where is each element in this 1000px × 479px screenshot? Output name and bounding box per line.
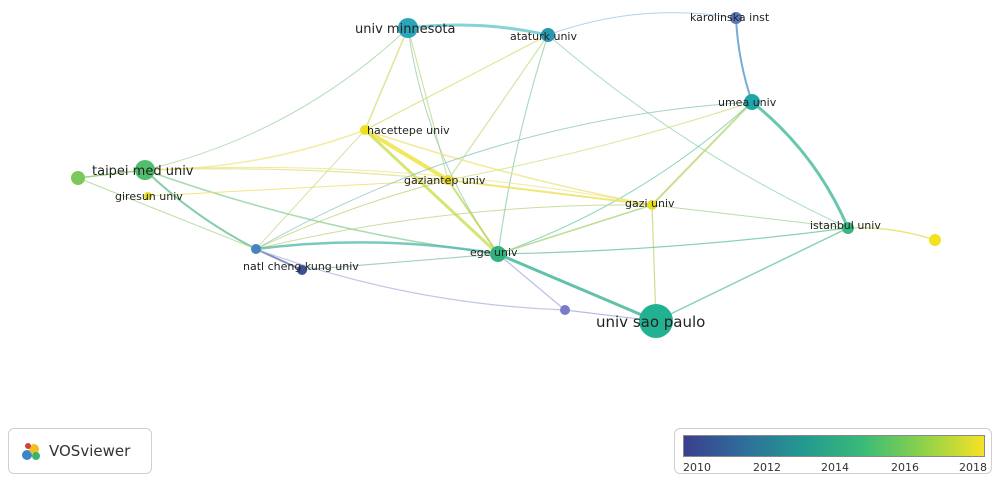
logo-text: VOSviewer <box>49 442 131 460</box>
link-ege-saopaulo <box>497 252 657 323</box>
node-label-giresun[interactable]: giresun univ <box>115 190 183 203</box>
node-minnesota[interactable] <box>398 18 418 38</box>
link-ataturk-hacettepe <box>364 34 549 131</box>
link-minnesota-ege <box>407 27 499 255</box>
node-label-taipei[interactable]: taipei med univ <box>92 164 194 179</box>
node-chengkung[interactable] <box>251 244 261 254</box>
node-umea[interactable] <box>744 94 760 110</box>
link-umea-gaziantep <box>447 101 753 181</box>
link-hacettepe-gaziantep <box>363 128 450 182</box>
link-taipei_sat-chengkung <box>77 177 257 250</box>
link-chengkung-saopaulo_sat <box>255 248 566 311</box>
node-label-umea[interactable]: umea univ <box>718 96 777 109</box>
node-label-gazi[interactable]: gazi univ <box>625 197 675 210</box>
node-ege[interactable] <box>490 246 506 262</box>
node-gazi[interactable] <box>647 200 657 210</box>
node-label-saopaulo[interactable]: univ sao paulo <box>596 313 705 331</box>
legend-tick: 2014 <box>821 461 849 474</box>
node-label-minnesota[interactable]: univ minnesota <box>355 22 455 37</box>
year-color-legend: 2010 2012 2014 2016 2018 <box>674 428 992 474</box>
node-saopaulo[interactable] <box>639 304 673 338</box>
link-hacettepe-ege <box>363 128 500 256</box>
node-istanbul[interactable] <box>842 222 854 234</box>
link-hacettepe-chengkung <box>255 129 366 250</box>
link-karolinska-umea <box>735 17 753 103</box>
link-umea-gazi <box>651 101 753 206</box>
node-saopaulo_sat[interactable] <box>560 305 570 315</box>
link-gazi-ege <box>497 204 653 255</box>
node-taipei[interactable] <box>135 160 155 180</box>
link-gaziantep-gazi <box>447 179 653 206</box>
label-layer: univ minnesota ataturk univ karolinska ins… <box>92 11 881 331</box>
link-gaziantep-ege <box>447 179 499 255</box>
node-giresun[interactable] <box>144 192 152 200</box>
node-karolinska[interactable] <box>730 12 742 24</box>
link-gazi-istanbul <box>651 204 849 229</box>
node-layer <box>71 12 941 338</box>
link-hacettepe-gazi <box>364 129 653 206</box>
link-taipei-chengkung <box>144 169 257 250</box>
legend-gradient-bar <box>683 435 985 457</box>
link-umea-ege <box>497 101 753 255</box>
node-hacettepe[interactable] <box>360 125 370 135</box>
link-taipei-gazi <box>144 166 653 206</box>
node-gaziantep[interactable] <box>443 175 453 185</box>
link-ataturk-gaziantep <box>447 34 549 181</box>
link-chengkung_sat-ege <box>301 253 499 271</box>
node-ataturk[interactable] <box>541 28 555 42</box>
node-label-karolinska[interactable]: karolinska inst <box>690 11 770 24</box>
link-chengkung-ege <box>255 241 499 256</box>
link-istanbul-ege <box>497 227 849 255</box>
node-istanbul_sat[interactable] <box>929 234 941 246</box>
node-label-gaziantep[interactable]: gaziantep univ <box>404 174 486 187</box>
node-chengkung_sat[interactable] <box>297 265 307 275</box>
link-istanbul-saopaulo <box>655 227 849 322</box>
node-label-ege[interactable]: ege univ <box>470 246 518 259</box>
link-giresun-gaziantep <box>147 179 449 197</box>
node-label-chengkung[interactable]: natl cheng kung univ <box>243 260 359 273</box>
link-gazi-chengkung <box>255 204 653 250</box>
link-ataturk-karolinska <box>547 12 737 36</box>
link-gaziantep-chengkung <box>255 179 449 250</box>
link-umea-istanbul <box>751 100 850 229</box>
node-label-ataturk[interactable]: ataturk univ <box>510 30 577 43</box>
link-minnesota-gaziantep <box>407 27 449 181</box>
link-ege-saopaulo_sat <box>497 253 566 311</box>
link-minnesota-ataturk <box>407 23 549 37</box>
node-taipei_sat[interactable] <box>71 171 85 185</box>
legend-tick: 2010 <box>683 461 711 474</box>
vosviewer-logo[interactable]: VOSviewer <box>8 428 152 474</box>
legend-tick: 2016 <box>891 461 919 474</box>
link-gazi-saopaulo <box>651 204 657 322</box>
legend-tick: 2012 <box>753 461 781 474</box>
legend-tick: 2018 <box>959 461 987 474</box>
node-label-istanbul[interactable]: istanbul univ <box>810 219 881 232</box>
link-minnesota-hacettepe <box>364 27 409 131</box>
link-minnesota-taipei <box>144 27 409 171</box>
link-layer <box>77 12 936 323</box>
link-chengkung-umea <box>255 101 753 250</box>
vosviewer-icon <box>22 443 40 460</box>
link-ataturk-istanbul <box>547 34 849 229</box>
link-ataturk-ege <box>497 34 549 255</box>
node-label-hacettepe[interactable]: hacettepe univ <box>367 124 450 137</box>
link-istanbul-istanbul_sat <box>847 227 936 241</box>
